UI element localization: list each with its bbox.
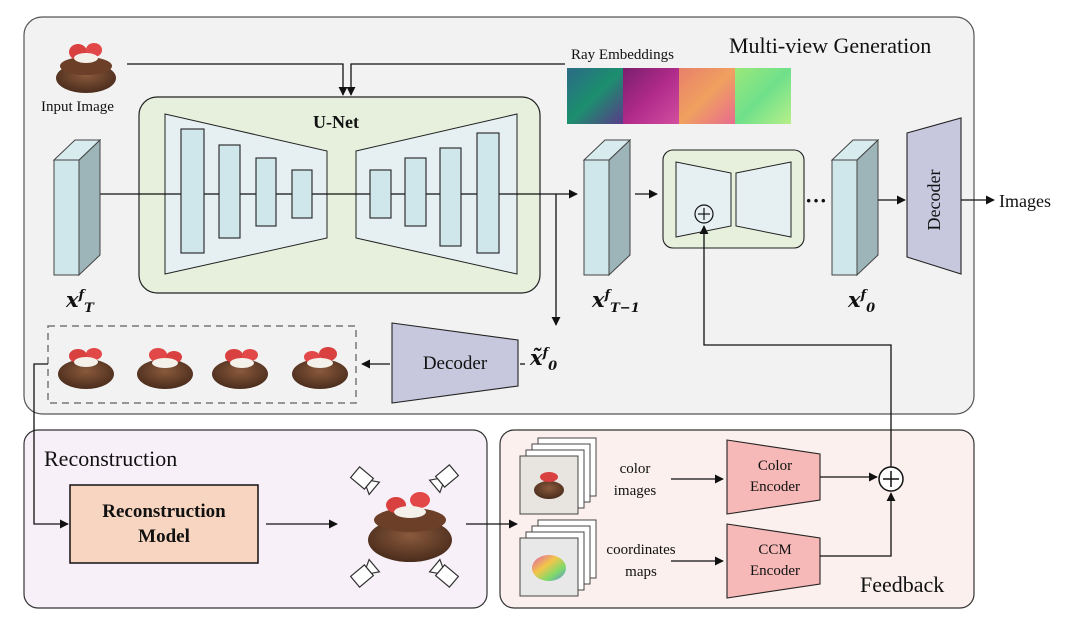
reconstruction-model-box [69, 484, 259, 564]
color-images-label: color images [613, 461, 657, 499]
ray-embeddings [567, 68, 791, 124]
plus-node-small [694, 204, 714, 224]
feedback-panel [499, 429, 975, 609]
color-encoder-label: Color Encoder [750, 458, 800, 495]
coordinates-map-stack [519, 519, 597, 597]
latent-x0-pred-label: x̃f0 [530, 345, 557, 374]
xT-base: x [66, 287, 79, 312]
color-image-stack [519, 437, 597, 515]
xT1-sub: T−1 [610, 301, 640, 317]
x0pred-base: x̃ [530, 345, 543, 370]
unet-feature-bars [180, 128, 500, 254]
xT-sup: f [78, 288, 85, 303]
feedback-title: Feedback [860, 572, 945, 597]
input-image-label: Input Image [41, 99, 114, 115]
x0-sup: f [860, 288, 867, 303]
xT1-sup: f [604, 288, 611, 303]
latent-xT [52, 138, 102, 277]
x0-base: x [848, 287, 861, 312]
decoder-right-label: Decoder [923, 169, 944, 231]
input-image [56, 43, 116, 93]
decoder-middle [391, 322, 519, 404]
latent-xT-1-label: xfT−1 [592, 287, 640, 316]
ccm-encoder [726, 523, 821, 599]
x0-sub: 0 [866, 301, 876, 317]
multiview-generation-title: Multi-view Generation [729, 33, 932, 58]
unet-label: U-Net [313, 112, 359, 132]
connectors [33, 63, 995, 566]
latent-xT-label: xfT [66, 287, 94, 316]
ellipsis: ··· [805, 188, 828, 213]
reconstructed-3d-cake [368, 492, 452, 562]
latent-xT-1 [582, 138, 632, 277]
decoder-right [906, 117, 962, 275]
images-label: Images [999, 191, 1051, 211]
reconstruction-title: Reconstruction [44, 446, 178, 471]
decoded-cake-views [58, 347, 348, 389]
coordinates-maps-label: coordinates maps [606, 542, 676, 580]
ccm-encoder-label: CCM Encoder [750, 542, 800, 579]
camera-icons [349, 464, 460, 588]
xT-sub: T [84, 301, 94, 317]
x0pred-sub: 0 [548, 359, 558, 375]
latent-x0-label: xf0 [848, 287, 875, 316]
latent-x0 [830, 138, 880, 277]
xT1-base: x [592, 287, 605, 312]
ray-embeddings-label: Ray Embeddings [571, 47, 674, 63]
x0pred-sup: f [542, 346, 549, 361]
decoder-middle-label: Decoder [422, 353, 488, 374]
reconstruction-model-label: Reconstruction Model [102, 501, 226, 547]
color-encoder [726, 439, 821, 515]
